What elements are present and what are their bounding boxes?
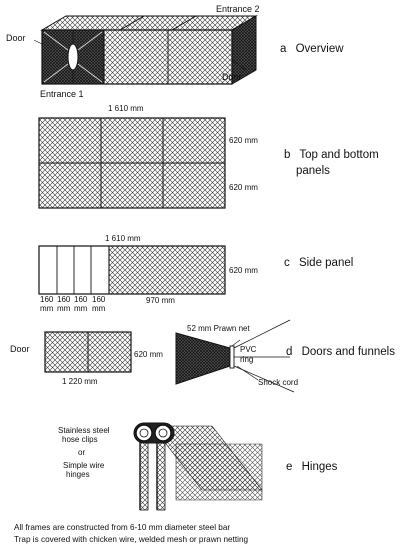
hinge-label-4: Simple wire [63,461,105,470]
note-frames: All frames are constructed from 6-10 mm … [14,523,231,532]
caption-d-letter: d [286,346,292,358]
section-unit-1: mm [40,304,54,313]
caption-c-letter: c [284,257,290,269]
door-label: Door [10,344,30,354]
side-panel-height: 620 mm [229,266,258,275]
top-panel-height: 620 mm [229,136,258,145]
section-width-3: 160 [74,295,88,304]
pvc-ring-label-1: PVC [240,345,257,354]
door-label-right: Door [222,72,242,82]
section-width-2: 160 [57,295,71,304]
section-unit-2: mm [57,304,71,313]
overview-figure [33,15,258,85]
section-unit-3: mm [74,304,88,313]
caption-c: c Side panel [284,257,353,269]
pvc-ring-label-2: ring [240,355,253,364]
hinge-label-3: or [78,448,85,457]
hinge-label-5: hinges [66,470,90,479]
entrance-2-label: Entrance 2 [216,4,260,14]
prawn-net-label: 52 mm Prawn net [187,324,250,333]
bottom-panel-height: 620 mm [229,183,258,192]
section-width-4: 160 [92,295,106,304]
caption-d-text: Doors and funnels [302,346,396,358]
note-covering: Trap is covered with chicken wire, welde… [14,535,249,544]
caption-b-letter: b [284,149,290,161]
caption-e-text: Hinges [302,461,338,473]
section-unit-4: mm [92,304,106,313]
funnel-figure [175,319,295,393]
side-panel [38,245,226,295]
top-bottom-panel [38,117,226,209]
door-width: 1 220 mm [62,377,98,386]
side-panel-width: 1 610 mm [105,234,141,243]
mesh-section-width: 970 mm [146,296,175,305]
hinge-figure [133,422,263,511]
caption-d: d Doors and funnels [286,346,395,358]
caption-a-letter: a [280,43,287,55]
caption-b-line1: Top and bottom [299,149,378,161]
top-panel-width: 1 610 mm [108,104,144,113]
caption-b-line2: panels [296,165,330,177]
shock-cord-label: Shock cord [258,378,298,387]
door-label-left: Door [6,33,26,43]
entrance-1-label: Entrance 1 [40,89,84,99]
caption-e: e Hinges [286,461,338,473]
door-panel [44,331,132,373]
hinge-label-2: hose clips [62,435,98,444]
caption-a: a Overview [280,43,344,55]
door-height: 620 mm [134,350,163,359]
section-width-1: 160 [40,295,54,304]
caption-b: b Top and bottom [284,149,379,161]
hinge-label-1: Stainless steel [58,426,110,435]
caption-a-text: Overview [296,43,345,55]
caption-e-letter: e [286,461,292,473]
caption-c-text: Side panel [299,257,353,269]
